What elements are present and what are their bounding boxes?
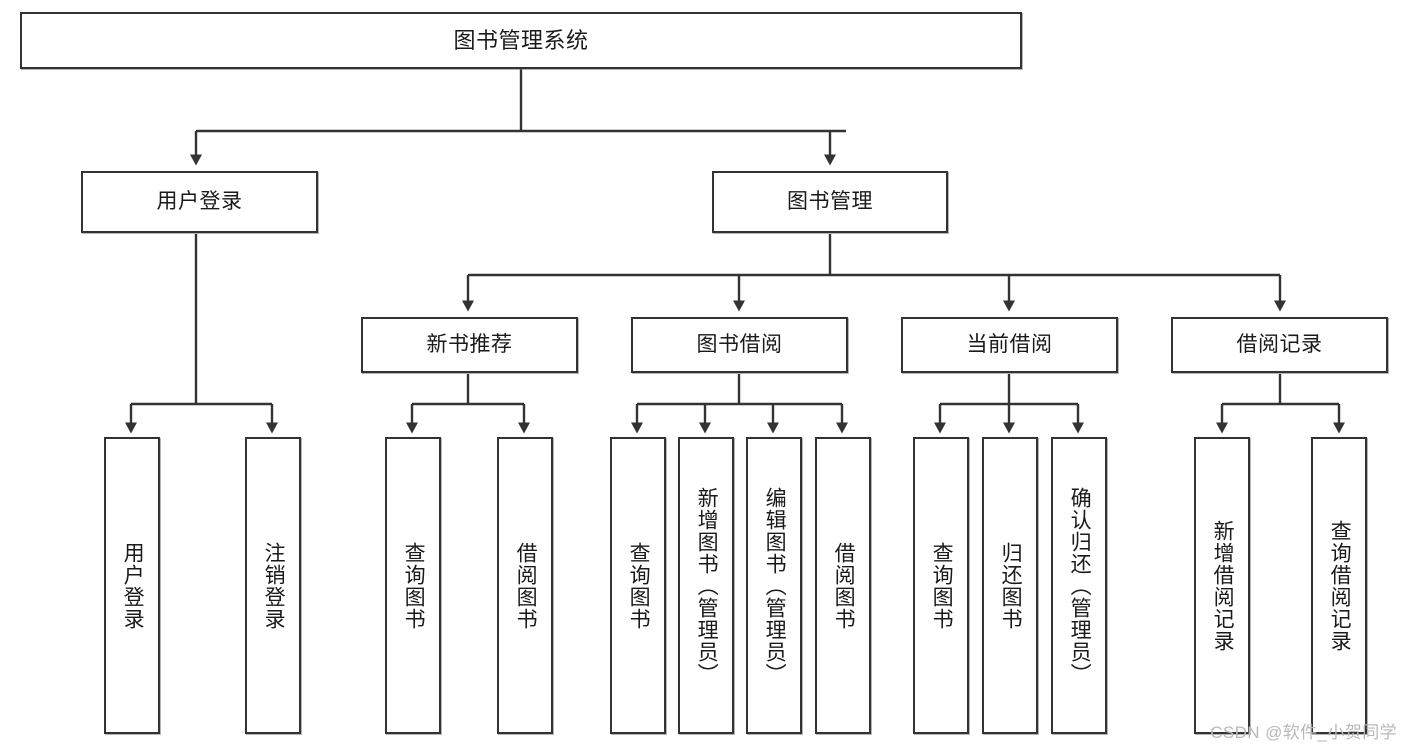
node-leaf-logout[interactable]: 注销登录 — [245, 437, 301, 734]
node-label: 查询借阅记录 — [1328, 519, 1352, 652]
node-leaf-query-book-1[interactable]: 查询图书 — [385, 437, 441, 734]
node-new-book-recommend[interactable]: 新书推荐 — [361, 317, 578, 373]
node-leaf-edit-book[interactable]: 编辑图书（管理员） — [746, 437, 802, 734]
node-label: 新增图书（管理员） — [695, 486, 719, 685]
node-user-login[interactable]: 用户登录 — [81, 171, 318, 233]
node-book-manage[interactable]: 图书管理 — [712, 171, 948, 233]
node-label: 当前借阅 — [966, 332, 1053, 356]
node-leaf-add-book[interactable]: 新增图书（管理员） — [678, 437, 734, 734]
csdn-watermark: CSDN @软件_小贺同学 — [1210, 723, 1397, 742]
node-label: 图书借阅 — [696, 332, 783, 356]
node-borrow-record[interactable]: 借阅记录 — [1171, 317, 1388, 373]
node-label: 确认归还（管理员） — [1068, 486, 1092, 685]
node-label: 用户登录 — [121, 541, 145, 630]
node-label: 图书管理 — [787, 189, 873, 213]
node-label: 新书推荐 — [426, 332, 513, 356]
node-leaf-query-book-3[interactable]: 查询图书 — [913, 437, 969, 734]
node-label: 查询图书 — [627, 541, 651, 630]
node-leaf-borrow-book-2[interactable]: 借阅图书 — [815, 437, 871, 734]
node-label: 图书管理系统 — [453, 27, 589, 53]
node-book-borrow[interactable]: 图书借阅 — [631, 317, 848, 373]
node-label: 查询图书 — [930, 541, 954, 630]
node-label: 借阅记录 — [1236, 332, 1323, 356]
node-current-borrow[interactable]: 当前借阅 — [901, 317, 1118, 373]
node-label: 归还图书 — [999, 541, 1023, 630]
node-label: 查询图书 — [402, 541, 426, 630]
node-label: 编辑图书（管理员） — [763, 486, 787, 685]
node-label: 注销登录 — [262, 541, 286, 630]
node-label: 用户登录 — [156, 189, 243, 213]
node-leaf-query-book-2[interactable]: 查询图书 — [610, 437, 666, 734]
node-label: 借阅图书 — [514, 541, 538, 630]
node-book-management-system[interactable]: 图书管理系统 — [20, 12, 1022, 69]
node-label: 新增借阅记录 — [1211, 519, 1235, 652]
node-leaf-confirm-return[interactable]: 确认归还（管理员） — [1051, 437, 1107, 734]
node-leaf-borrow-book-1[interactable]: 借阅图书 — [497, 437, 553, 734]
node-leaf-add-record[interactable]: 新增借阅记录 — [1194, 437, 1250, 734]
node-leaf-query-record[interactable]: 查询借阅记录 — [1311, 437, 1367, 734]
node-leaf-user-login[interactable]: 用户登录 — [104, 437, 160, 734]
node-label: 借阅图书 — [832, 541, 856, 630]
node-leaf-return-book[interactable]: 归还图书 — [982, 437, 1038, 734]
